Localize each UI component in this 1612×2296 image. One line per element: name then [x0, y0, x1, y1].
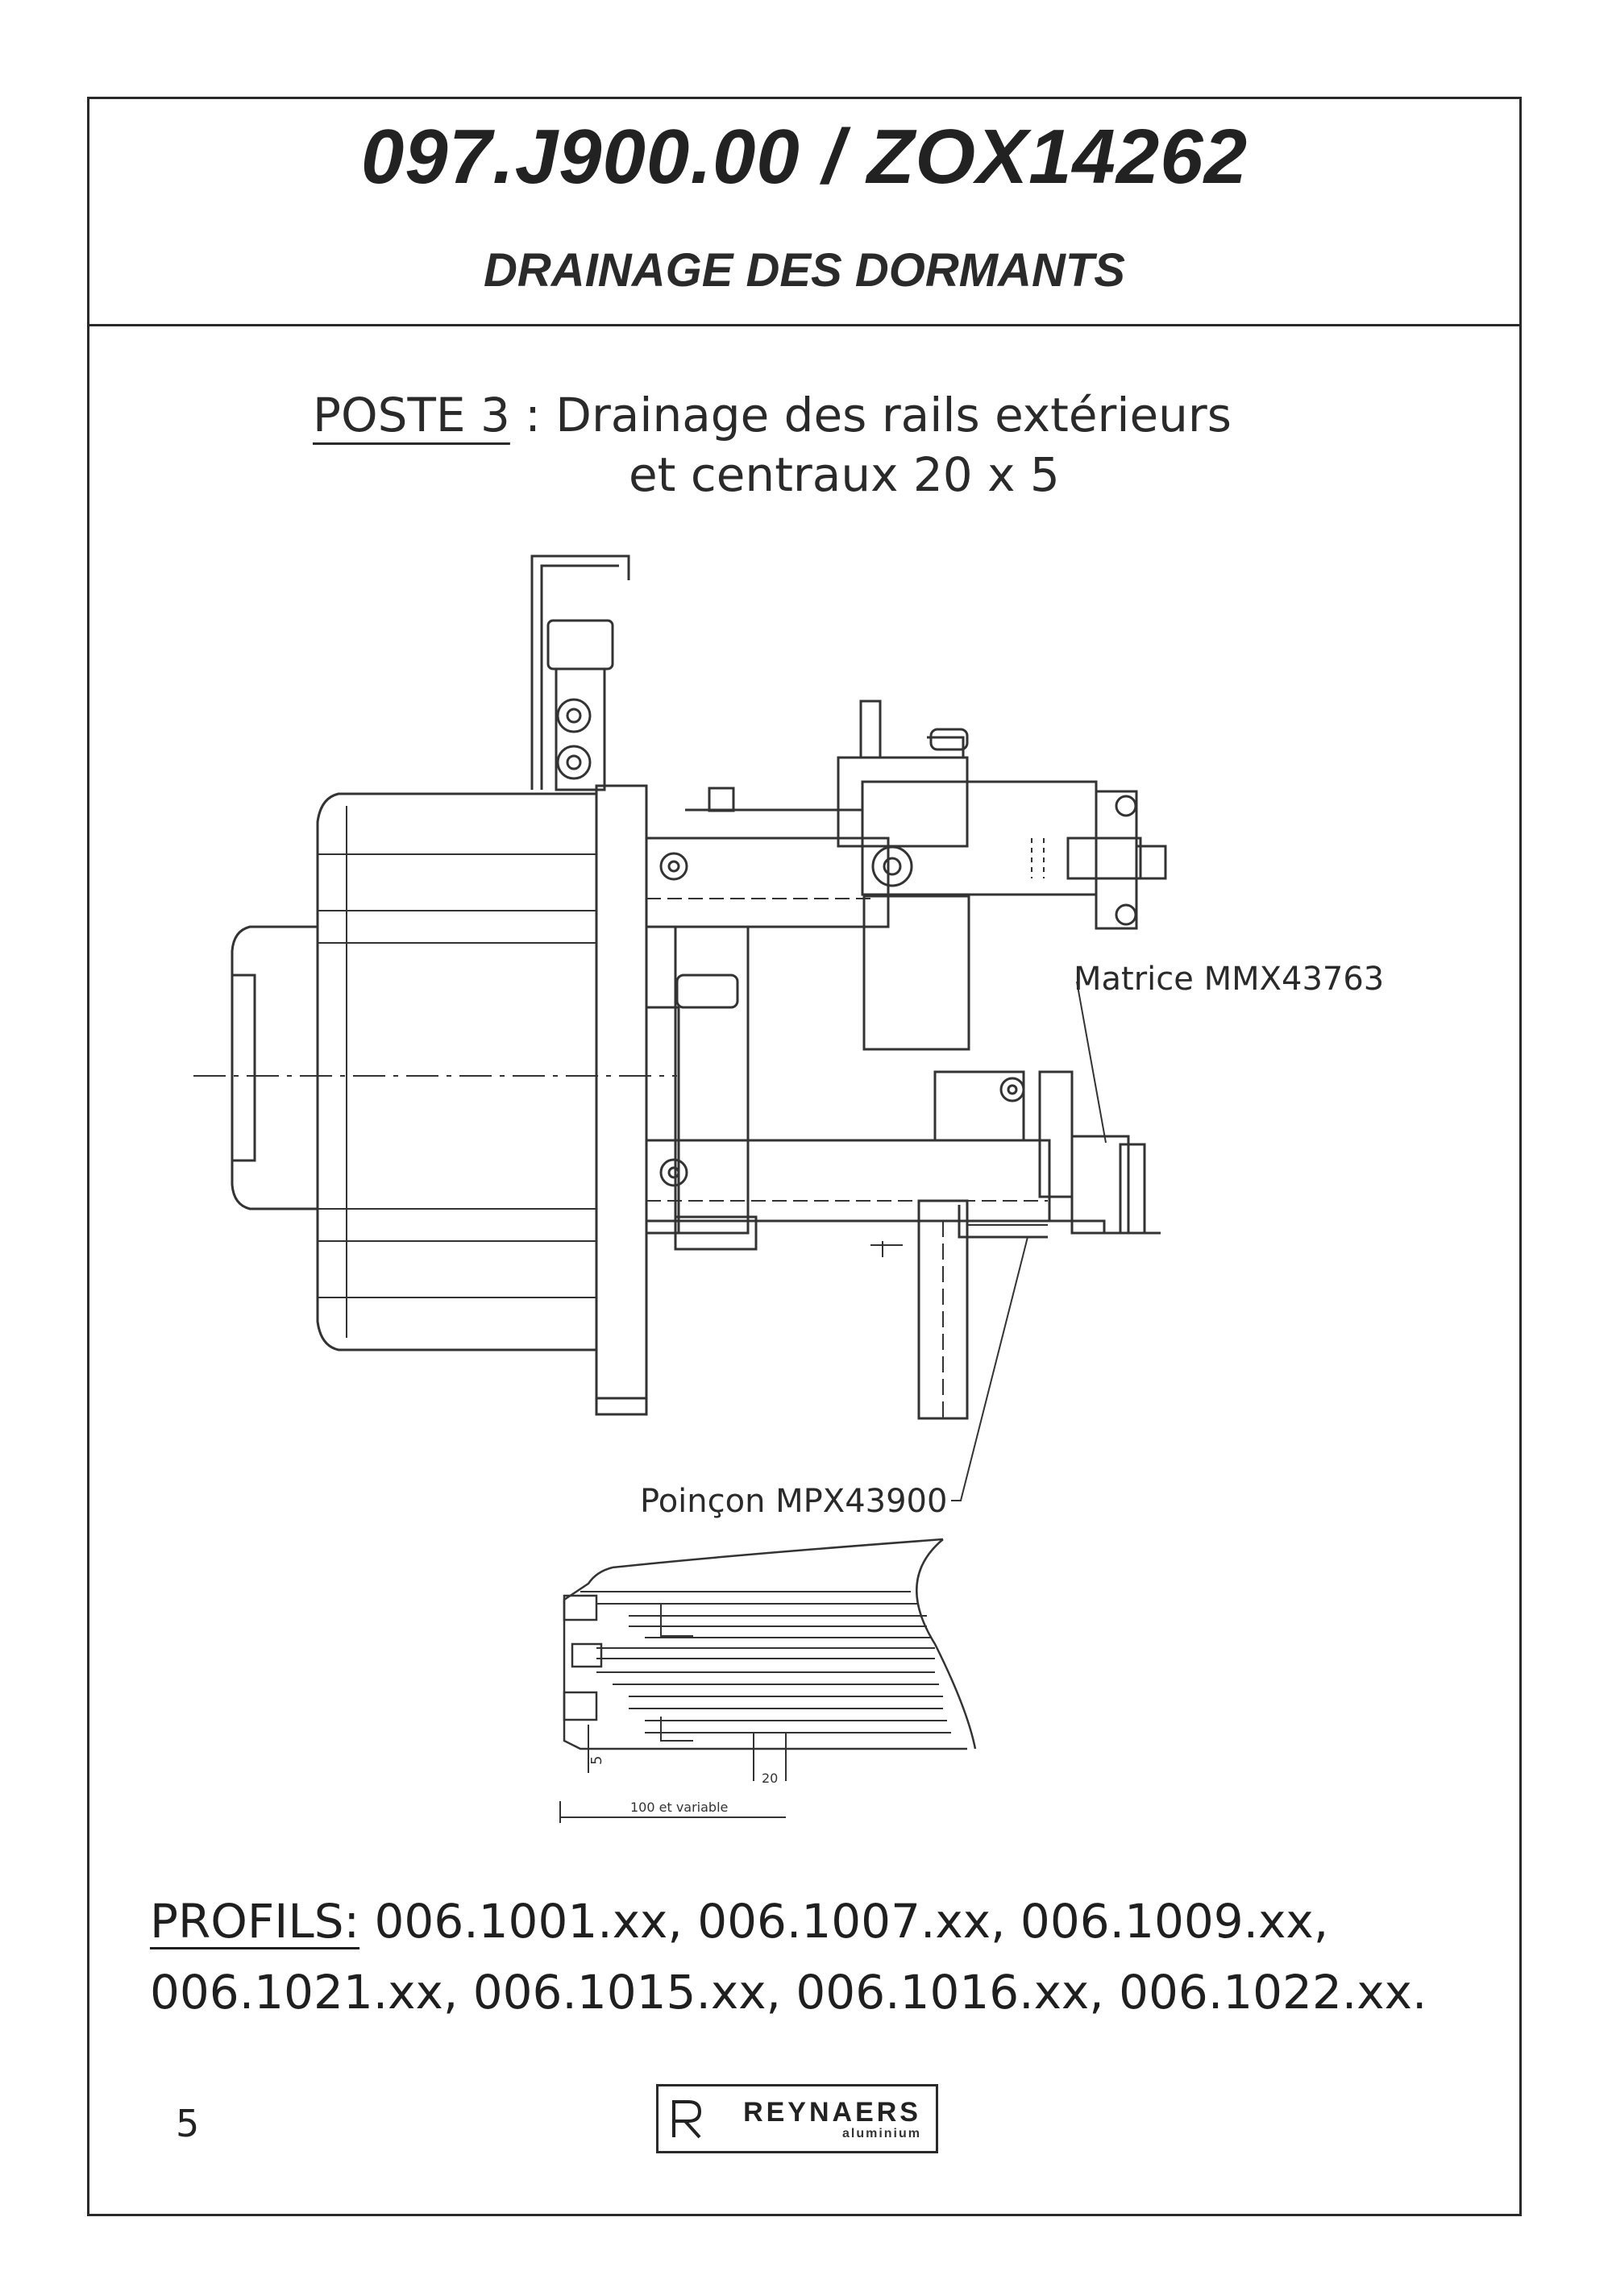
- brand-text: REYNAERS aluminium: [715, 2097, 936, 2141]
- profile-section: [559, 1538, 977, 1823]
- profiles-label: PROFILS:: [150, 1894, 360, 1949]
- hub: [231, 925, 318, 1210]
- header-divider: [87, 324, 1522, 326]
- die-leader: [1076, 981, 1107, 1144]
- punch-holder: [1070, 1135, 1130, 1235]
- profiles-line1: 006.1001.xx, 006.1007.xx, 006.1009.xx,: [374, 1894, 1329, 1949]
- page-number: 5: [176, 2102, 200, 2145]
- dim-offset-label: 100 et variable: [630, 1800, 728, 1815]
- top-bracket: [530, 554, 630, 790]
- page-frame: [87, 97, 1522, 2216]
- brand-logo: REYNAERS aluminium: [656, 2084, 938, 2153]
- document-code: 097.J900.00 / ZOX14262: [360, 114, 1248, 200]
- die-callout: Matrice MMX43763: [1074, 961, 1385, 998]
- flange: [595, 784, 648, 1400]
- profiles-line2: 006.1021.xx, 006.1015.xx, 006.1016.xx, 0…: [150, 1965, 1427, 2020]
- document-subtitle: DRAINAGE DES DORMANTS: [484, 244, 1125, 297]
- brand-name: REYNAERS: [743, 2096, 921, 2128]
- dim-height-label: 5: [588, 1756, 605, 1765]
- profiles-list: PROFILS: 006.1001.xx, 006.1007.xx, 006.1…: [150, 1886, 1504, 2028]
- station-separator: :: [525, 388, 541, 442]
- station-desc-line1: Drainage des rails extérieurs: [555, 388, 1232, 442]
- motor-body: [316, 792, 598, 1351]
- upper-block: [861, 780, 1098, 896]
- station-label: POSTE 3: [313, 388, 510, 442]
- brand-mark-icon: [659, 2086, 715, 2151]
- upper-arm: [645, 837, 890, 928]
- die-plate: [1095, 790, 1138, 930]
- station-desc-line2: et centraux 20 x 5: [629, 447, 1060, 502]
- dim-width-label: 20: [762, 1771, 778, 1786]
- station-heading: POSTE 3 : Drainage des rails extérieurs …: [313, 385, 1232, 504]
- punch-callout: Poinçon MPX43900: [640, 1483, 948, 1520]
- lower-arm: [645, 1139, 1051, 1223]
- punch-leader: [951, 1236, 1028, 1501]
- brand-tagline: aluminium: [841, 2126, 921, 2140]
